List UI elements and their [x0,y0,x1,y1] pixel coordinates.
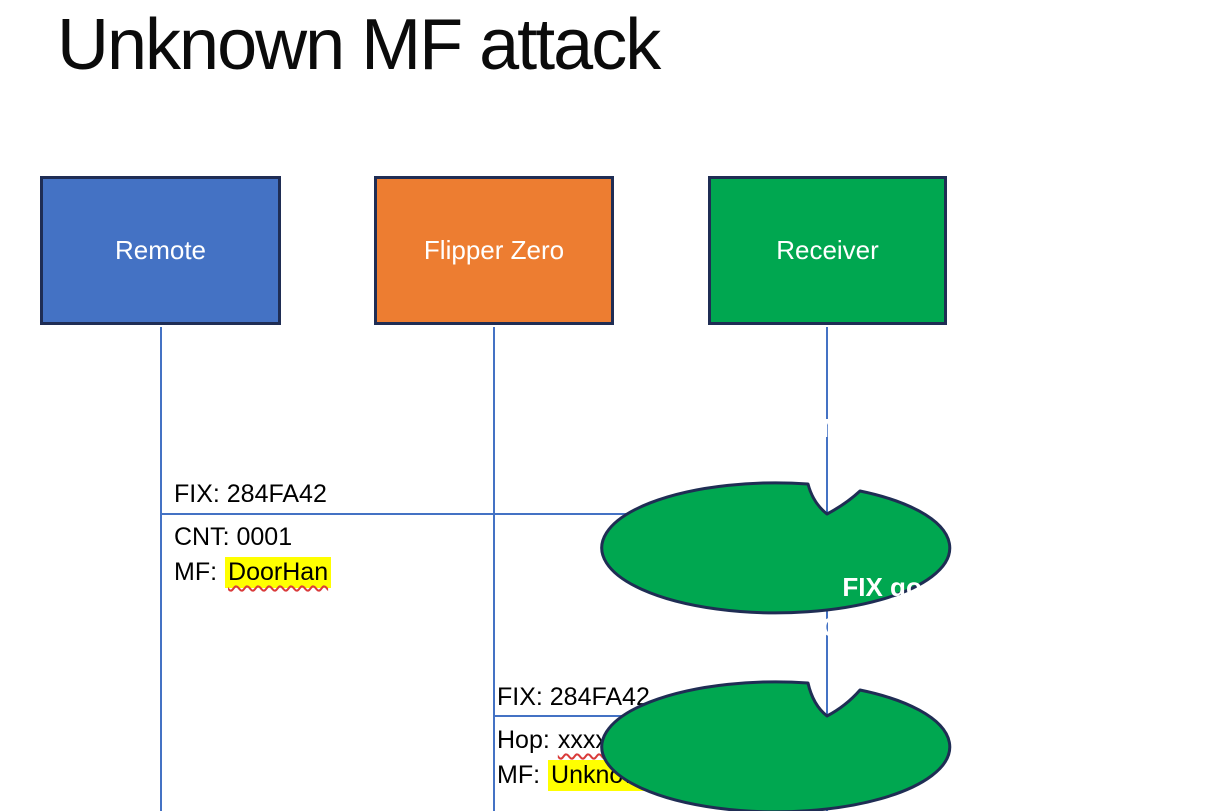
callout-2-line-1: FIX good [842,572,954,602]
message-2-fix-line: FIX: 284FA42 [497,683,650,711]
slide-title: Unknown MF attack [57,5,661,85]
message-2-hop-line: Hop:xxxxxxxx [497,723,658,758]
callout-1-line-3: “Opened” [836,453,960,483]
actor-box-flipper-zero: Flipper Zero [374,176,614,325]
message-2-labels: FIX: 284FA42 Hop:xxxxxxxx MF:Unknown [497,680,659,793]
message-2-hop-value: xxxxxxxx [557,726,658,754]
lifeline-flipper-zero [493,327,495,811]
actor-label-remote: Remote [114,235,207,265]
message-arrow-remote-to-receiver [161,513,813,515]
message-1-mf-value-highlighted: DoorHan [225,557,332,588]
message-1-mf-line: MF:DoorHan [174,555,332,590]
actor-label-receiver: Receiver [776,235,879,265]
message-2-hop-label: Hop: [497,726,550,754]
actor-box-receiver: Receiver [708,176,947,325]
callout-2-line-2: CNT is ???? [821,612,975,642]
actor-box-remote: Remote [40,176,281,325]
message-1-fix-line: FIX: 284FA42 [174,480,327,508]
message-1-labels: FIX: 284FA42 CNT: 0001 MF:DoorHan [174,477,332,590]
callout-1-line-1: FIX good [842,373,954,403]
message-1-cnt-line: CNT: 0001 [174,523,293,551]
callout-1-text: FIX good CNT 0001 good “Opened” [723,368,1073,488]
callout-2-line-3: “Opened” [836,652,960,682]
message-1-mf-label: MF: [174,558,218,586]
message-2-mf-line: MF:Unknown [497,758,659,793]
arrowhead-icon [812,709,827,723]
message-2-mf-value-highlighted: Unknown [548,760,659,791]
arrowhead-icon [812,507,827,521]
lifeline-remote [160,327,162,811]
message-2-mf-label: MF: [497,761,541,789]
callout-2-text: FIX good CNT is ???? “Opened” [723,567,1073,687]
callout-1-line-2: CNT 0001 good [803,413,993,443]
actor-label-flipper-zero: Flipper Zero [423,235,565,265]
